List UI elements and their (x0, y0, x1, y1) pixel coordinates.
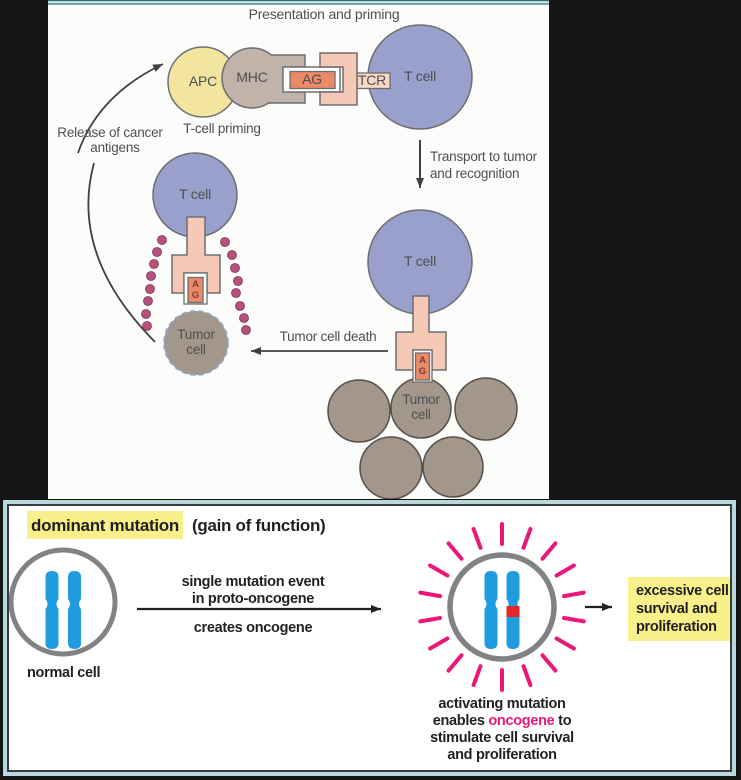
antigen-letter-g-right: G (419, 366, 426, 377)
antigen-box (289, 70, 336, 90)
tcr-label: TCR (358, 72, 386, 88)
caption-line3: stimulate cell survival (430, 730, 574, 746)
tumor-cluster-label-line2: cell (411, 407, 431, 422)
mutation-arrow-text-line1: single mutation event (182, 574, 325, 590)
caption-line1: activating mutation (438, 696, 565, 712)
immunity-cycle-diagram: Presentation and priming Release of canc… (48, 0, 549, 503)
mhc-molecule (221, 47, 306, 109)
mutation-arrow-text-line3: creates oncogene (194, 620, 313, 636)
priming-arrow (77, 63, 164, 154)
antigen-letter-a-left: A (192, 279, 199, 290)
transport-label-line1: Transport to tumor (430, 149, 538, 164)
chromosome (484, 571, 498, 649)
immunity-cycle-panel: Presentation and priming Release of canc… (41, 0, 549, 503)
panel-title: Presentation and priming (249, 6, 400, 22)
mutation-rays (418, 522, 586, 692)
result-text-line1: excessive cell (636, 583, 729, 599)
normal-cell-label: normal cell (27, 665, 100, 681)
chromosome (45, 571, 59, 649)
release-label-line2: antigens (90, 140, 140, 155)
dying-tumor-cell (163, 310, 229, 376)
t-cell-priming-label: T-cell priming (183, 121, 260, 136)
tcr-bracket (319, 52, 358, 106)
oncogene-mutation-band (506, 606, 520, 617)
teal-top-bar (48, 0, 549, 5)
apc-label: APC (189, 73, 217, 89)
tumor-cluster-label-line1: Tumor (402, 392, 440, 407)
t-cell-top-label: T cell (404, 68, 436, 84)
mutant-cell (447, 552, 557, 662)
caption-line4: and proliferation (447, 747, 556, 763)
dominant-mutation-panel-inner: dominant mutation (gain of function) nor… (7, 504, 732, 772)
transport-label-line2: and recognition (430, 166, 519, 181)
t-cell-left-label: T cell (179, 186, 211, 202)
caption-line2-post: to (554, 713, 571, 729)
mhc-label: MHC (236, 69, 267, 85)
antigen-label: AG (302, 71, 322, 87)
cytotoxic-granules (141, 235, 251, 335)
dying-tumor-label-line2: cell (186, 342, 206, 357)
result-text-line2: survival and (636, 601, 717, 617)
caption-line2-pre: enables (433, 713, 489, 729)
caption-line2: enables oncogene to (433, 713, 572, 729)
dominant-mutation-diagram: dominant mutation (gain of function) nor… (9, 511, 730, 763)
caption-oncogene-word: oncogene (488, 713, 554, 729)
antigen-box-left (187, 276, 204, 304)
title-highlight-box (27, 511, 183, 539)
dying-tumor-label-line1: Tumor (177, 327, 215, 342)
antigen-box-right (414, 352, 431, 381)
antigen-letter-g-left: G (192, 290, 199, 301)
title-highlighted-text: dominant mutation (31, 516, 179, 535)
tumor-cluster (327, 377, 518, 500)
normal-cell (9, 547, 118, 657)
release-label-line1: Release of cancer (57, 125, 163, 140)
t-cell-right-label: T cell (404, 253, 436, 269)
tumor-cell-death-label: Tumor cell death (280, 329, 377, 344)
antigen-letter-a-right: A (419, 355, 426, 366)
chromosome (68, 571, 81, 649)
dominant-mutation-panel: dominant mutation (gain of function) nor… (2, 499, 737, 777)
mutation-arrow-text-line2: in proto-oncogene (192, 591, 314, 607)
cycle-arc (87, 162, 156, 343)
title-rest-text: (gain of function) (192, 516, 325, 535)
result-text-line3: proliferation (636, 619, 717, 635)
result-highlight-box (628, 577, 730, 641)
